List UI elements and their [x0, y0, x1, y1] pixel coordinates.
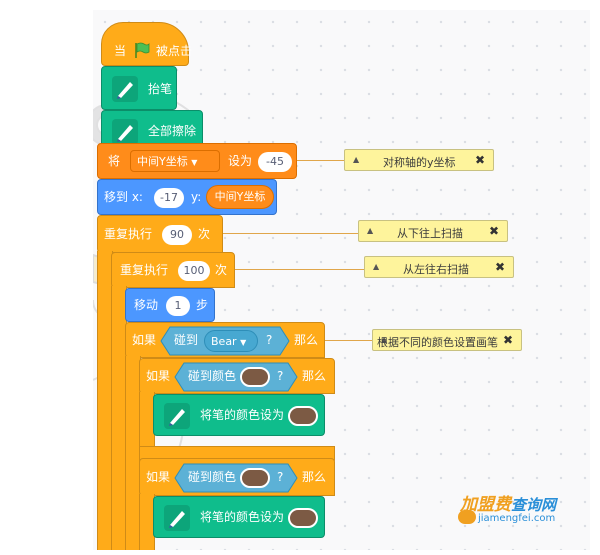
set-pen-color-label: 将笔的颜色设为	[200, 510, 285, 524]
go-to-x-label: 移到 x:	[104, 190, 143, 204]
y-label: y:	[191, 190, 202, 204]
comment-note[interactable]: ▲ 从左往右扫描 ✖	[364, 256, 514, 278]
comment-text: 从下往上扫描	[397, 227, 463, 240]
comment-note[interactable]: ▲ 从下往上扫描 ✖	[358, 220, 508, 242]
repeat-inner-unit: 次	[215, 263, 228, 277]
close-icon[interactable]: ✖	[502, 333, 513, 347]
set-pen-color-2-block[interactable]: 将笔的颜色设为	[153, 496, 325, 538]
comment-text: 从左往右扫描	[403, 263, 469, 276]
move-steps-block[interactable]: 移动 1 步	[125, 288, 215, 322]
dropdown-arrow-icon: ▼	[191, 158, 198, 167]
repeat-outer-times-input[interactable]: 90	[162, 225, 192, 245]
then-label: 那么	[294, 333, 319, 347]
pen-up-block[interactable]: 抬笔	[101, 66, 177, 110]
if-label: 如果	[146, 369, 171, 383]
pen-extension-icon	[112, 119, 138, 145]
collapse-arrow-icon[interactable]: ▲	[381, 335, 388, 344]
comment-text: 对称轴的y坐标	[383, 156, 456, 169]
watermark-brand-2: 查询网	[511, 496, 557, 514]
set-label: 将	[108, 154, 121, 168]
comment-note[interactable]: ▲ 对称轴的y坐标 ✖	[344, 149, 494, 171]
comment-connector	[235, 269, 365, 270]
question-mark: ?	[277, 369, 284, 383]
if-touching-color-1-block[interactable]: 如果 碰到颜色 ? 那么	[139, 358, 335, 394]
repeat-outer-label: 重复执行	[104, 227, 153, 241]
variable-dropdown[interactable]: 中间Y坐标 ▼	[130, 150, 220, 172]
when-label: 当	[114, 44, 127, 58]
if-label: 如果	[132, 333, 157, 347]
go-to-xy-block[interactable]: 移到 x: -17 y: 中间Y坐标	[97, 179, 277, 215]
close-icon[interactable]: ✖	[494, 260, 505, 274]
repeat-outer-unit: 次	[198, 227, 211, 241]
dropdown-arrow-icon: ▼	[240, 338, 247, 347]
set-variable-block[interactable]: 将 中间Y坐标 ▼ 设为 -45	[97, 143, 297, 179]
pen-extension-icon	[164, 505, 190, 531]
code-workspace[interactable]: 当 被点击 抬笔 全部擦除 将 中间Y坐标 ▼ 设为 -45 移到 x: -17…	[93, 10, 590, 550]
move-steps-input[interactable]: 1	[166, 296, 190, 316]
erase-all-label: 全部擦除	[148, 124, 197, 138]
if-touching-color-2-block[interactable]: 如果 碰到颜色 ? 那么	[139, 458, 335, 496]
move-unit: 步	[196, 298, 209, 312]
pen-extension-icon	[164, 403, 190, 429]
repeat-inner-times-input[interactable]: 100	[178, 261, 210, 281]
if-touching-bear-block[interactable]: 如果 碰到 Bear ▼ ? 那么	[125, 322, 325, 358]
watermark-brand: 加盟费查询网	[460, 495, 557, 515]
comment-connector	[223, 233, 359, 234]
collapse-arrow-icon[interactable]: ▲	[353, 155, 360, 164]
set-value-input[interactable]: -45	[258, 152, 292, 172]
question-mark: ?	[277, 470, 284, 484]
set-pen-color-label: 将笔的颜色设为	[200, 408, 285, 422]
y-variable-reporter[interactable]: 中间Y坐标	[206, 185, 274, 209]
color-swatch-input[interactable]	[240, 468, 270, 488]
watermark-url: jiamengfei.com	[478, 513, 556, 524]
pen-color-swatch[interactable]	[288, 406, 318, 426]
close-icon[interactable]: ✖	[488, 224, 499, 238]
pen-color-swatch[interactable]	[288, 508, 318, 528]
to-label: 设为	[228, 154, 253, 168]
pen-extension-icon	[112, 76, 138, 102]
pen-up-label: 抬笔	[148, 82, 173, 96]
comment-connector	[297, 160, 345, 161]
touch-target-dropdown[interactable]: Bear ▼	[204, 330, 258, 352]
repeat-inner-block[interactable]: 重复执行 100 次	[111, 252, 235, 288]
watermark-badge-icon	[458, 510, 476, 524]
move-label: 移动	[134, 298, 159, 312]
touching-color-label: 碰到颜色	[188, 369, 237, 383]
touching-label: 碰到	[174, 333, 199, 347]
touching-color-label: 碰到颜色	[188, 470, 237, 484]
green-flag-icon	[135, 42, 150, 58]
clicked-label: 被点击	[156, 44, 193, 58]
question-mark: ?	[266, 333, 273, 347]
repeat-inner-label: 重复执行	[120, 263, 169, 277]
then-label: 那么	[302, 470, 327, 484]
set-pen-color-1-block[interactable]: 将笔的颜色设为	[153, 394, 325, 436]
color-swatch-input[interactable]	[240, 367, 270, 387]
comment-note[interactable]: ▲ 根据不同的颜色设置画笔 ✖	[372, 329, 522, 351]
close-icon[interactable]: ✖	[474, 153, 485, 167]
when-flag-clicked-block[interactable]: 当 被点击	[101, 22, 193, 66]
if-label: 如果	[146, 470, 171, 484]
x-value-input[interactable]: -17	[154, 188, 184, 208]
watermark-logo: 加盟费查询网 jiamengfei.com	[458, 490, 576, 530]
comment-connector	[325, 340, 373, 341]
comment-text: 根据不同的颜色设置画笔	[377, 336, 498, 349]
repeat-outer-block[interactable]: 重复执行 90 次	[97, 215, 223, 253]
then-label: 那么	[302, 369, 327, 383]
collapse-arrow-icon[interactable]: ▲	[367, 226, 374, 235]
collapse-arrow-icon[interactable]: ▲	[373, 262, 380, 271]
